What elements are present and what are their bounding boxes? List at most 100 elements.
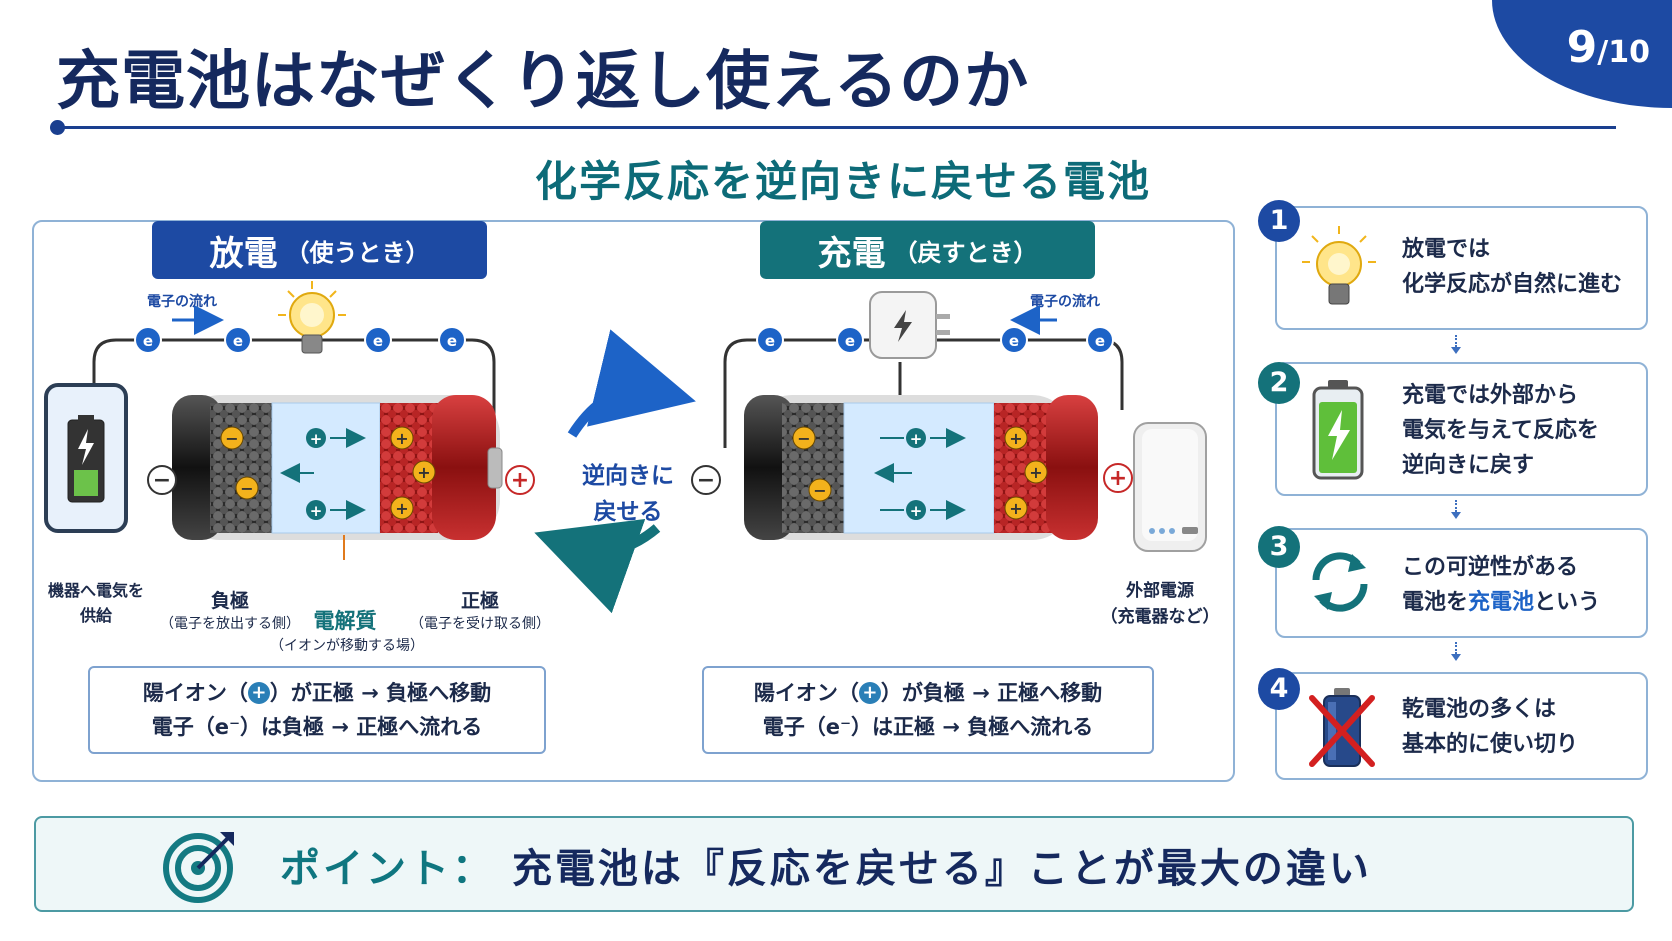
- svg-text:e: e: [765, 332, 775, 350]
- svg-text:e: e: [373, 332, 383, 350]
- step-number: 1: [1258, 200, 1300, 242]
- reverse-arrow-bottom: [534, 518, 661, 614]
- positive-ion: +: [390, 426, 414, 450]
- positive-electrode-label: 正極（電子を受け取る側）: [410, 590, 550, 632]
- cation-icon: +: [858, 682, 881, 704]
- discharge-header: 放電（使うとき）: [152, 221, 487, 279]
- discharge-electron-flow-label: 電子の流れ: [147, 293, 217, 310]
- cation: +: [306, 500, 326, 520]
- step-4-text: 乾電池の多くは基本的に使い切り: [1402, 697, 1579, 757]
- positive-ion: +: [1004, 496, 1028, 520]
- svg-text:+: +: [910, 430, 923, 448]
- svg-text:−: −: [697, 468, 715, 493]
- svg-text:e: e: [143, 332, 153, 350]
- charge-battery: [744, 395, 1098, 540]
- battery-diagram: 電子の流れ e e e e − − + + + + + − +: [44, 281, 1207, 614]
- reverse-arrow-top: [567, 329, 696, 438]
- positive-ion: +: [412, 460, 436, 484]
- svg-text:e: e: [233, 332, 243, 350]
- svg-text:−: −: [153, 468, 171, 493]
- svg-text:e: e: [845, 332, 855, 350]
- electron: e: [364, 326, 392, 354]
- electrolyte: [271, 402, 381, 534]
- cation: +: [306, 428, 326, 448]
- charge-explanation: 陽イオン（+）が負極 → 正極へ移動 電子（e⁻）は正極 → 負極へ流れる: [702, 666, 1154, 754]
- battery-diagram-panel: [32, 220, 1235, 782]
- power-bank-icon: [1133, 422, 1207, 552]
- external-power-label: 外部電源（充電器など）: [1100, 581, 1220, 627]
- svg-text:−: −: [813, 481, 826, 500]
- title-underline: [56, 126, 1616, 129]
- subtitle: 化学反応を逆向きに戻せる電池: [534, 157, 1151, 206]
- crossed-battery-icon: [1309, 688, 1375, 767]
- cation-icon: +: [247, 682, 270, 704]
- step-card-3: [1275, 528, 1648, 638]
- svg-text:+: +: [910, 502, 923, 520]
- negative-terminal-sign: −: [147, 465, 177, 495]
- svg-text:+: +: [511, 468, 529, 493]
- charger-icon: [869, 291, 950, 359]
- charge-electron-flow-label: 電子の流れ: [1030, 293, 1100, 310]
- discharge-circuit-wire: [92, 338, 496, 450]
- svg-text:+: +: [417, 463, 430, 482]
- negative-terminal-sign: −: [691, 465, 721, 495]
- electron: e: [1000, 326, 1028, 354]
- step-number: 2: [1258, 362, 1300, 404]
- negative-electrode-label: 負極（電子を放出する側）: [160, 590, 300, 632]
- electron: e: [756, 326, 784, 354]
- step-number: 4: [1258, 668, 1300, 710]
- svg-text:e: e: [1009, 332, 1019, 350]
- cation: +: [906, 428, 926, 448]
- electron: e: [1086, 326, 1114, 354]
- svg-text:+: +: [395, 429, 408, 448]
- electrolyte-label: 電解質（イオンが移動する場）: [270, 609, 424, 654]
- negative-ion: −: [808, 478, 832, 502]
- svg-text:e: e: [447, 332, 457, 350]
- smartphone-icon: [44, 383, 128, 533]
- negative-ion: −: [792, 426, 816, 450]
- positive-terminal-sign: +: [1103, 463, 1133, 493]
- svg-text:+: +: [310, 430, 323, 448]
- discharge-battery: [172, 395, 503, 540]
- svg-text:e: e: [1095, 332, 1105, 350]
- positive-terminal-sign: +: [505, 465, 535, 495]
- electron: e: [134, 326, 162, 354]
- target-icon: [163, 832, 234, 903]
- svg-text:+: +: [310, 502, 323, 520]
- positive-terminal-cap: [1046, 395, 1098, 540]
- device-supply-label: 機器へ電気を供給: [47, 581, 144, 625]
- svg-text:+: +: [1009, 429, 1022, 448]
- point-text: ポイント： 充電池は『反応を戻せる』ことが最大の違い: [280, 846, 1372, 892]
- step-connector: [1455, 642, 1457, 654]
- anode-material: [210, 403, 272, 533]
- step-2-text: 充電では外部から電気を与えて反応を逆向きに戻す: [1402, 383, 1599, 478]
- page-number: 9/10: [1566, 22, 1650, 73]
- cycle-arrows-icon: [1312, 552, 1368, 612]
- step-connector: [1455, 335, 1457, 347]
- step-number: 3: [1258, 526, 1300, 568]
- svg-text:+: +: [1009, 499, 1022, 518]
- page-title: 充電池はなぜくり返し使えるのか: [56, 45, 1030, 119]
- svg-text:+: +: [1029, 463, 1042, 482]
- lightbulb-icon: [1302, 226, 1376, 305]
- step-connector: [1455, 500, 1457, 512]
- step-1-text: 放電では化学反応が自然に進む: [1402, 237, 1623, 297]
- electron: e: [224, 326, 252, 354]
- positive-terminal-cap: [432, 395, 496, 540]
- svg-text:−: −: [797, 429, 810, 448]
- positive-ion: +: [1024, 460, 1048, 484]
- negative-ion: −: [235, 476, 259, 500]
- electron: e: [836, 326, 864, 354]
- negative-terminal-cap: [744, 395, 794, 540]
- charge-header: 充電（戻すとき）: [760, 221, 1095, 279]
- title-underline-dot: [50, 120, 65, 135]
- svg-text:−: −: [225, 429, 238, 448]
- negative-terminal-cap: [172, 395, 222, 540]
- lightbulb-icon: [278, 281, 346, 354]
- discharge-explanation: 陽イオン（+）が正極 → 負極へ移動 電子（e⁻）は負極 → 正極へ流れる: [88, 666, 546, 754]
- reverse-label: 逆向きに戻せる: [582, 463, 674, 525]
- electron: e: [438, 326, 466, 354]
- anode-material: [782, 403, 844, 533]
- cation: +: [906, 500, 926, 520]
- charging-battery-icon: [1312, 380, 1364, 480]
